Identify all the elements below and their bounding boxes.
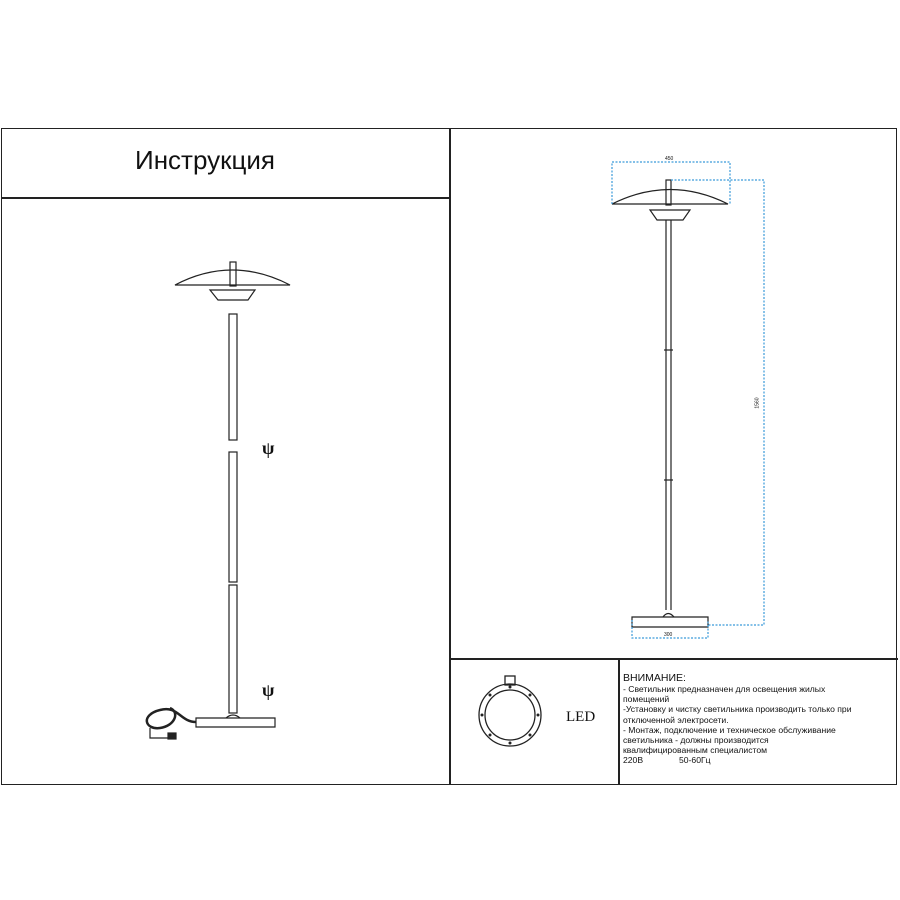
voltage: 220В <box>623 755 644 766</box>
page-title: Инструкция <box>135 145 275 175</box>
warning-line: помещений <box>623 694 670 705</box>
width-dimension: 450 <box>665 156 674 162</box>
divider <box>449 658 898 660</box>
height-dimension: 1560 <box>754 397 761 409</box>
assembly-mark: ψ <box>262 680 275 700</box>
dimension-lines <box>611 161 765 639</box>
divider <box>1 197 450 199</box>
exploded-lamp-drawing <box>145 261 291 740</box>
frequency: 50-60Гц <box>679 755 711 766</box>
assembly-mark: ψ <box>262 438 275 458</box>
divider <box>618 658 620 785</box>
warning-line: отключенной электросети. <box>623 714 729 725</box>
led-ring-icon <box>478 675 542 747</box>
warning-block: ВНИМАНИЕ: - Светильник предназначен для … <box>623 672 893 766</box>
power-spec: 220В 50-60Гц <box>623 755 893 765</box>
warning-line: -Установку и чистку светильника производ… <box>623 704 852 715</box>
warning-line: квалифицированным специалистом <box>623 745 768 756</box>
warning-line: - Светильник предназначен для освещения … <box>623 684 826 694</box>
warning-line: - Монтаж, подключение и техническое обсл… <box>623 724 836 735</box>
divider <box>449 128 451 785</box>
warning-heading: ВНИМАНИЕ: <box>623 672 686 684</box>
dimensioned-lamp-drawing <box>611 179 729 628</box>
warning-line: светильника - должны производится <box>623 735 769 746</box>
base-dimension: 300 <box>664 632 673 638</box>
led-label: LED <box>566 709 596 725</box>
